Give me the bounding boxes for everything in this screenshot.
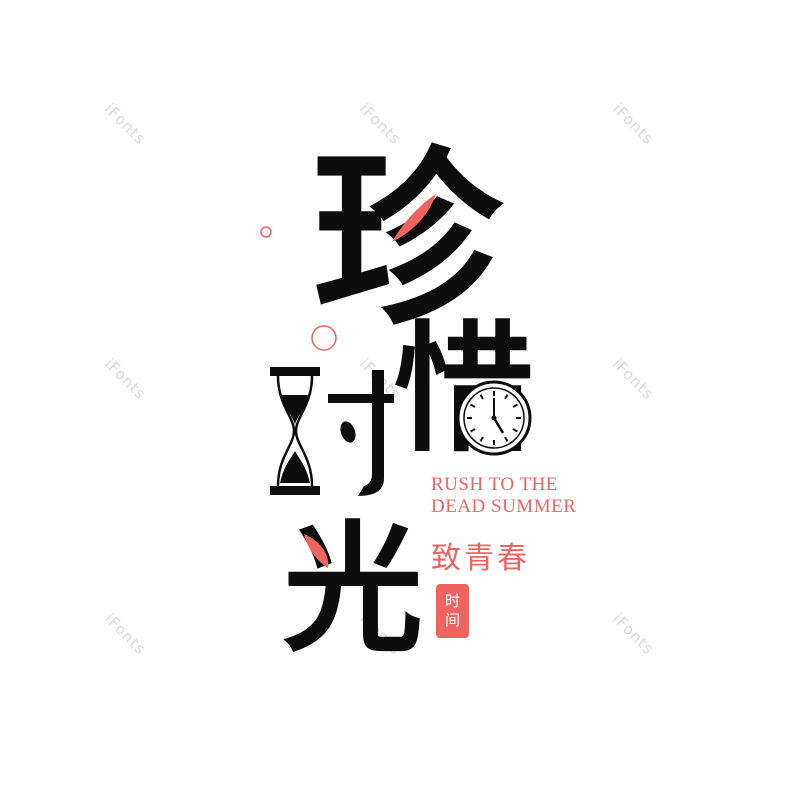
tagline-line-2: DEAD SUMMER [431,496,577,517]
watermark: iFonts [609,609,658,659]
watermark: iFonts [609,354,658,404]
bubble-icon [311,325,337,351]
red-seal-stamp: 时 间 [436,584,469,638]
title-char-zhen: 珍 [312,128,503,351]
watermark: iFonts [101,609,150,659]
hourglass-icon [270,367,320,495]
tagline-line-1: RUSH TO THE [431,474,558,495]
seal-char: 间 [444,611,460,629]
title-char-guang: 光 [283,508,424,672]
clock-icon [456,380,532,456]
accent-stroke [392,194,436,242]
accent-stroke [304,534,329,568]
seal-char: 时 [444,592,460,610]
watermark: iFonts [101,354,150,404]
bubble-icon [260,226,272,238]
watermark: iFonts [609,99,658,149]
watermark: iFonts [101,99,150,149]
title-char-shi-right [328,370,394,496]
chinese-subtitle: 致青春 [431,541,530,576]
